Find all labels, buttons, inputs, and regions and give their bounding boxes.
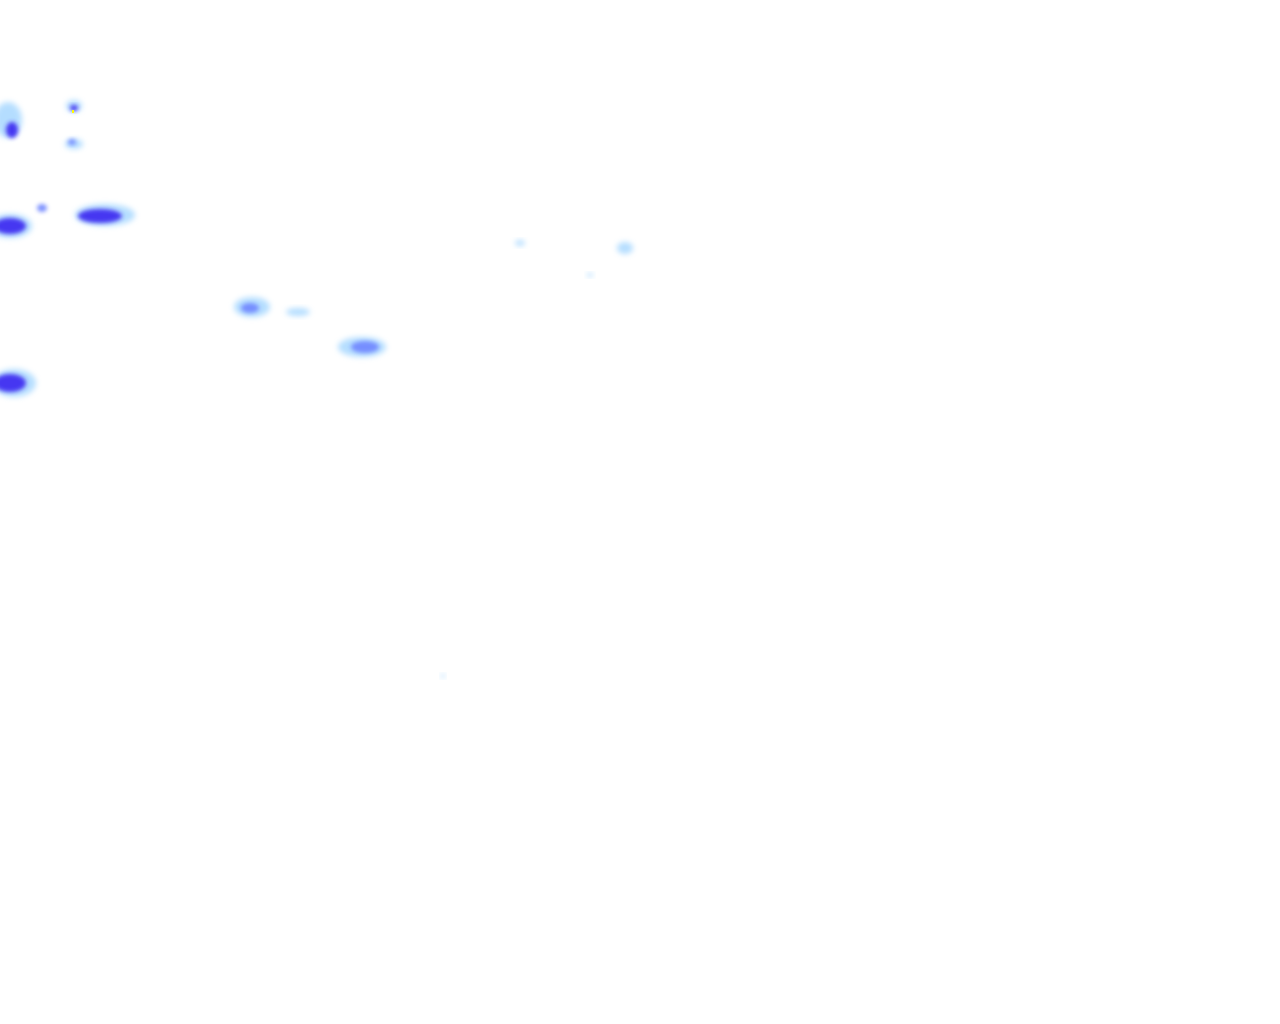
precipitation-cell-heavy — [6, 122, 18, 138]
precipitation-cell-heavy — [78, 209, 122, 223]
precipitation-cell-moderate — [68, 139, 76, 145]
precipitation-cell-heavy — [0, 218, 26, 234]
precipitation-cell-light — [441, 674, 445, 678]
precipitation-cell-moderate — [351, 341, 379, 353]
precipitation-cell-extreme — [72, 110, 74, 113]
precipitation-cell-moderate — [37, 204, 47, 212]
precipitation-cell-heavy — [0, 374, 26, 392]
precipitation-cell-heavy — [70, 105, 78, 111]
precipitation-cell-light — [515, 240, 525, 246]
precipitation-cell-light — [587, 273, 593, 277]
precipitation-cell-light — [617, 242, 633, 254]
precipitation-cell-moderate — [241, 303, 259, 313]
precipitation-cell-light — [286, 308, 310, 316]
